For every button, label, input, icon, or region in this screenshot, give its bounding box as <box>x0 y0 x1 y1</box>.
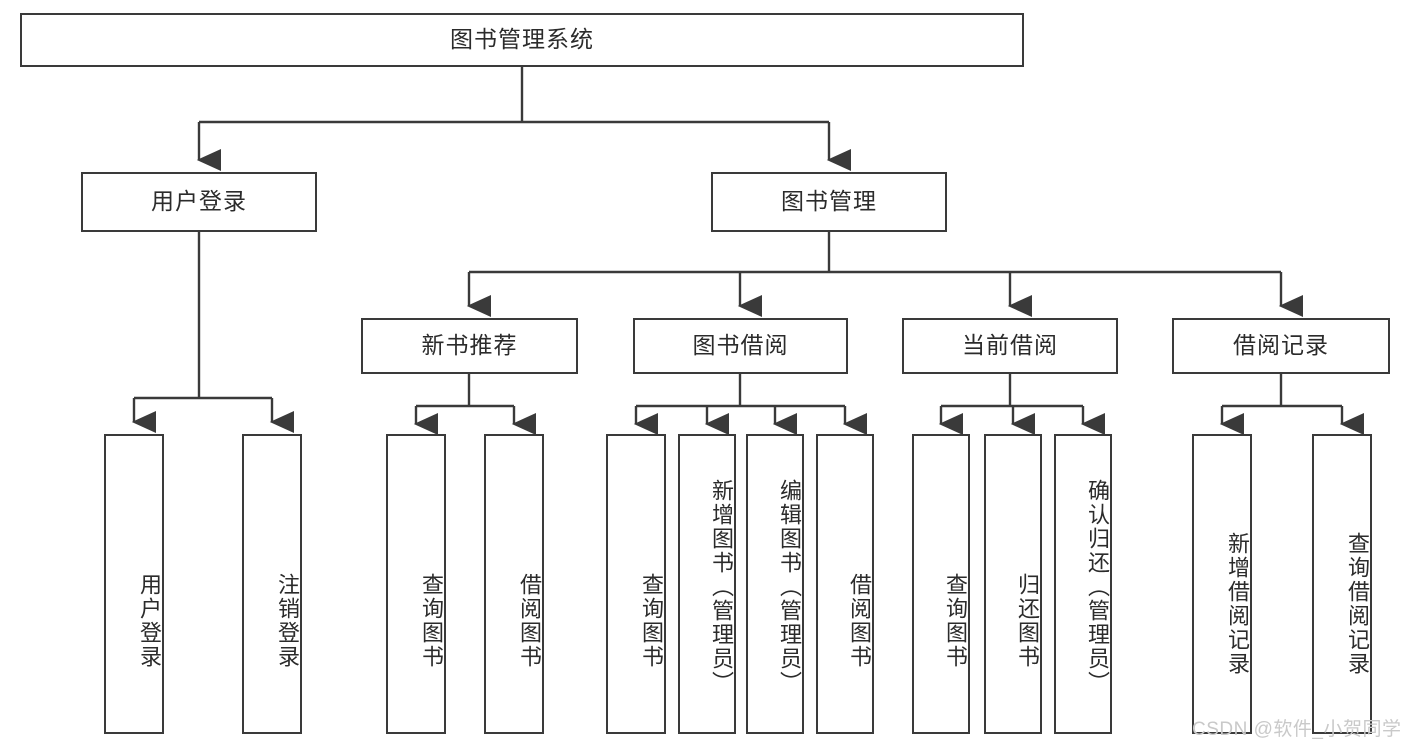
leaf-query-book-nbr-label: 查询图书 <box>419 573 444 669</box>
leaf-edit-book-admin-label: 编辑图书（管理员） <box>777 479 802 695</box>
node-root-label: 图书管理系统 <box>450 26 594 53</box>
leaf-return-book[interactable]: 归还图书 <box>984 434 1042 734</box>
edge-group-root <box>196 67 851 171</box>
edge-group-book-mgmt <box>466 232 1303 317</box>
leaf-add-book-admin-label: 新增图书（管理员） <box>709 479 734 695</box>
leaf-return-book-label: 归还图书 <box>1015 573 1040 669</box>
leaf-logout-label: 注销登录 <box>275 573 300 669</box>
edge-group-current-borrow <box>938 374 1105 435</box>
leaf-borrow-book-bb[interactable]: 借阅图书 <box>816 434 874 734</box>
leaf-query-book-cb-label: 查询图书 <box>943 573 968 669</box>
leaf-confirm-return-admin[interactable]: 确认归还（管理员） <box>1054 434 1112 734</box>
leaf-user-login-label: 用户登录 <box>137 573 162 669</box>
leaf-borrow-book-bb-label: 借阅图书 <box>847 573 872 669</box>
node-book-borrow[interactable]: 图书借阅 <box>633 318 848 374</box>
node-user-login[interactable]: 用户登录 <box>81 172 317 232</box>
node-new-book-recommend-label: 新书推荐 <box>421 332 518 359</box>
node-book-borrow-label: 图书借阅 <box>692 332 789 359</box>
leaf-borrow-book-nbr-label: 借阅图书 <box>517 573 542 669</box>
node-new-book-recommend[interactable]: 新书推荐 <box>361 318 578 374</box>
edge-group-user-login <box>131 232 294 433</box>
node-user-login-label: 用户登录 <box>151 188 247 215</box>
node-borrow-record-label: 借阅记录 <box>1233 332 1329 359</box>
leaf-logout[interactable]: 注销登录 <box>242 434 302 734</box>
leaf-confirm-return-admin-label: 确认归还（管理员） <box>1085 479 1110 695</box>
node-root[interactable]: 图书管理系统 <box>20 13 1024 67</box>
leaf-edit-book-admin[interactable]: 编辑图书（管理员） <box>746 434 804 734</box>
leaf-add-book-admin[interactable]: 新增图书（管理员） <box>678 434 736 734</box>
leaf-query-book-bb[interactable]: 查询图书 <box>606 434 666 734</box>
leaf-query-book-cb[interactable]: 查询图书 <box>912 434 970 734</box>
edge-group-book-borrow <box>633 374 867 435</box>
node-current-borrow-label: 当前借阅 <box>962 332 1058 359</box>
leaf-add-borrow-record[interactable]: 新增借阅记录 <box>1192 434 1252 734</box>
leaf-query-borrow-record-label: 查询借阅记录 <box>1345 532 1370 676</box>
node-current-borrow[interactable]: 当前借阅 <box>902 318 1118 374</box>
leaf-query-book-bb-label: 查询图书 <box>639 573 664 669</box>
leaf-query-book-nbr[interactable]: 查询图书 <box>386 434 446 734</box>
edge-group-new-book-rec <box>413 374 536 435</box>
node-book-management-label: 图书管理 <box>781 188 877 215</box>
edge-group-borrow-record <box>1219 374 1364 435</box>
node-book-management[interactable]: 图书管理 <box>711 172 947 232</box>
node-borrow-record[interactable]: 借阅记录 <box>1172 318 1390 374</box>
leaf-user-login[interactable]: 用户登录 <box>104 434 164 734</box>
leaf-borrow-book-nbr[interactable]: 借阅图书 <box>484 434 544 734</box>
leaf-query-borrow-record[interactable]: 查询借阅记录 <box>1312 434 1372 734</box>
leaf-add-borrow-record-label: 新增借阅记录 <box>1225 532 1250 676</box>
csdn-watermark: CSDN @软件_小贺同学 <box>1192 719 1402 740</box>
